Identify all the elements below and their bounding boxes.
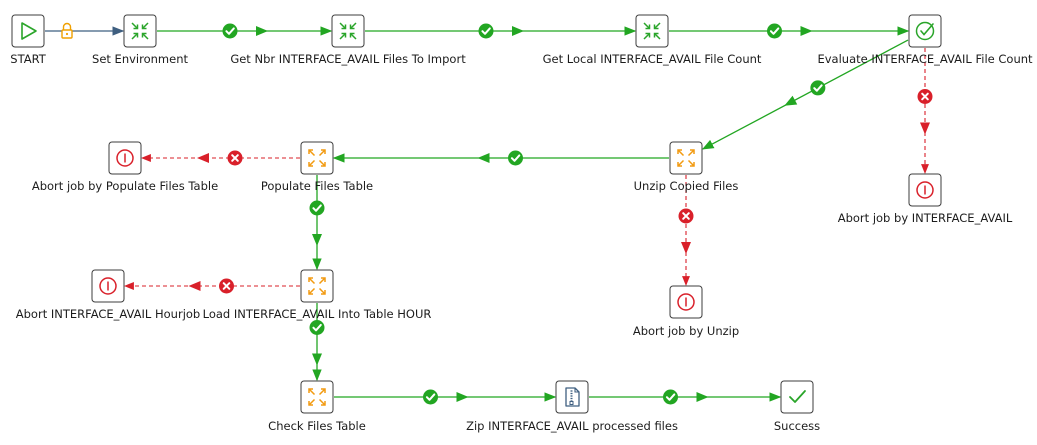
node-abortavail[interactable]: Abort job by INTERFACE_AVAIL	[838, 173, 1013, 225]
hop-getnbr-to-getlocal[interactable]	[365, 23, 637, 39]
node-label: Evaluate INTERFACE_AVAIL File Count	[817, 52, 1033, 66]
trans-icon	[308, 277, 326, 295]
node-label: Success	[774, 419, 820, 433]
success-check-icon	[423, 389, 438, 405]
node-label: Set Environment	[92, 52, 188, 66]
hops-layer	[45, 22, 933, 405]
node-label: Check Files Table	[268, 419, 366, 433]
node-aborthour[interactable]: Abort INTERFACE_AVAIL Hourjob	[16, 269, 200, 321]
node-evaluate[interactable]: Evaluate INTERFACE_AVAIL File Count	[817, 14, 1033, 66]
node-zip[interactable]: Zip INTERFACE_AVAIL processed files	[466, 380, 678, 433]
failure-x-icon	[917, 89, 933, 104]
abort-icon	[116, 149, 134, 167]
success-check-icon	[309, 200, 325, 216]
node-success[interactable]: Success	[774, 380, 820, 433]
node-abortunzip[interactable]: Abort job by Unzip	[633, 285, 739, 338]
node-label: Unzip Copied Files	[634, 179, 739, 193]
success-check-icon	[222, 23, 238, 39]
node-label: Load INTERFACE_AVAIL Into Table HOUR	[203, 307, 432, 321]
hop-unzip-to-abortunzip[interactable]	[678, 175, 694, 286]
node-label: Populate Files Table	[261, 179, 373, 193]
zip-icon	[565, 387, 580, 407]
node-label: Abort job by Unzip	[633, 324, 739, 338]
trans-icon	[308, 149, 326, 167]
hop-evaluate-to-abortavail[interactable]	[917, 48, 933, 174]
hop-load-to-check[interactable]	[309, 303, 325, 382]
success-check-icon	[767, 23, 782, 39]
job-icon	[339, 22, 357, 40]
direction-arrow-icon	[312, 353, 322, 366]
hop-populate-to-abortpopulate[interactable]	[141, 150, 300, 166]
direction-arrow-icon	[188, 281, 201, 291]
direction-arrow-icon	[681, 242, 691, 254]
node-getlocal[interactable]: Get Local INTERFACE_AVAIL File Count	[543, 14, 762, 66]
trans-icon	[677, 149, 695, 167]
success-check-icon	[478, 23, 494, 39]
node-label: Zip INTERFACE_AVAIL processed files	[466, 419, 678, 433]
node-setenv[interactable]: Set Environment	[92, 14, 188, 66]
failure-x-icon	[227, 150, 243, 166]
hop-load-to-aborthour[interactable]	[124, 278, 300, 294]
failure-x-icon	[678, 208, 694, 224]
direction-arrow-icon	[456, 392, 469, 402]
direction-arrow-icon	[920, 122, 930, 135]
node-label: Get Local INTERFACE_AVAIL File Count	[543, 52, 762, 66]
hop-evaluate-to-unzip[interactable]	[701, 39, 909, 150]
success-icon	[789, 390, 806, 403]
direction-arrow-icon	[512, 26, 524, 36]
nodes-layer: START Set Environment Get Nbr INTERFACE_AV…	[10, 14, 1033, 433]
success-check-icon	[810, 80, 826, 96]
direction-arrow-icon	[312, 234, 322, 246]
direction-arrow-icon	[256, 26, 268, 36]
evaluate-icon	[915, 21, 935, 41]
job-icon	[131, 22, 149, 40]
success-check-icon	[508, 150, 523, 166]
hop-start-to-setenv[interactable]	[45, 22, 125, 39]
node-getnbr[interactable]: Get Nbr INTERFACE_AVAIL Files To Import	[230, 14, 466, 66]
direction-arrow-icon	[197, 153, 209, 163]
abort-icon	[677, 293, 695, 311]
node-start[interactable]: START	[10, 14, 47, 66]
hop-setenv-to-getnbr[interactable]	[157, 23, 333, 39]
job-icon	[643, 22, 661, 40]
direction-arrow-icon	[784, 95, 798, 106]
trans-icon	[308, 388, 326, 406]
lock-icon	[61, 22, 73, 39]
direction-arrow-icon	[477, 153, 490, 163]
node-label: START	[10, 52, 46, 66]
node-load[interactable]: Load INTERFACE_AVAIL Into Table HOUR	[203, 269, 432, 321]
node-label: Abort INTERFACE_AVAIL Hourjob	[16, 307, 200, 321]
hop-unzip-to-populate[interactable]	[332, 150, 669, 166]
hop-populate-to-load[interactable]	[309, 175, 325, 271]
start-icon	[21, 22, 37, 40]
node-label: Abort job by INTERFACE_AVAIL	[838, 211, 1013, 225]
direction-arrow-icon	[696, 392, 709, 402]
node-label: Get Nbr INTERFACE_AVAIL Files To Import	[230, 52, 466, 66]
direction-arrow-icon	[800, 26, 813, 36]
abort-icon	[916, 181, 934, 199]
hop-getlocal-to-evaluate[interactable]	[669, 23, 910, 39]
failure-x-icon	[219, 278, 234, 294]
node-populate[interactable]: Populate Files Table	[261, 141, 373, 193]
node-label: Abort job by Populate Files Table	[32, 179, 218, 193]
abort-icon	[99, 277, 117, 295]
success-check-icon	[309, 320, 325, 335]
node-check[interactable]: Check Files Table	[268, 380, 366, 433]
node-abortpopulate[interactable]: Abort job by Populate Files Table	[32, 141, 218, 193]
hop-check-to-zip[interactable]	[334, 389, 557, 405]
success-check-icon	[663, 389, 678, 405]
hop-zip-to-success[interactable]	[589, 389, 782, 405]
node-unzip[interactable]: Unzip Copied Files	[634, 141, 739, 193]
